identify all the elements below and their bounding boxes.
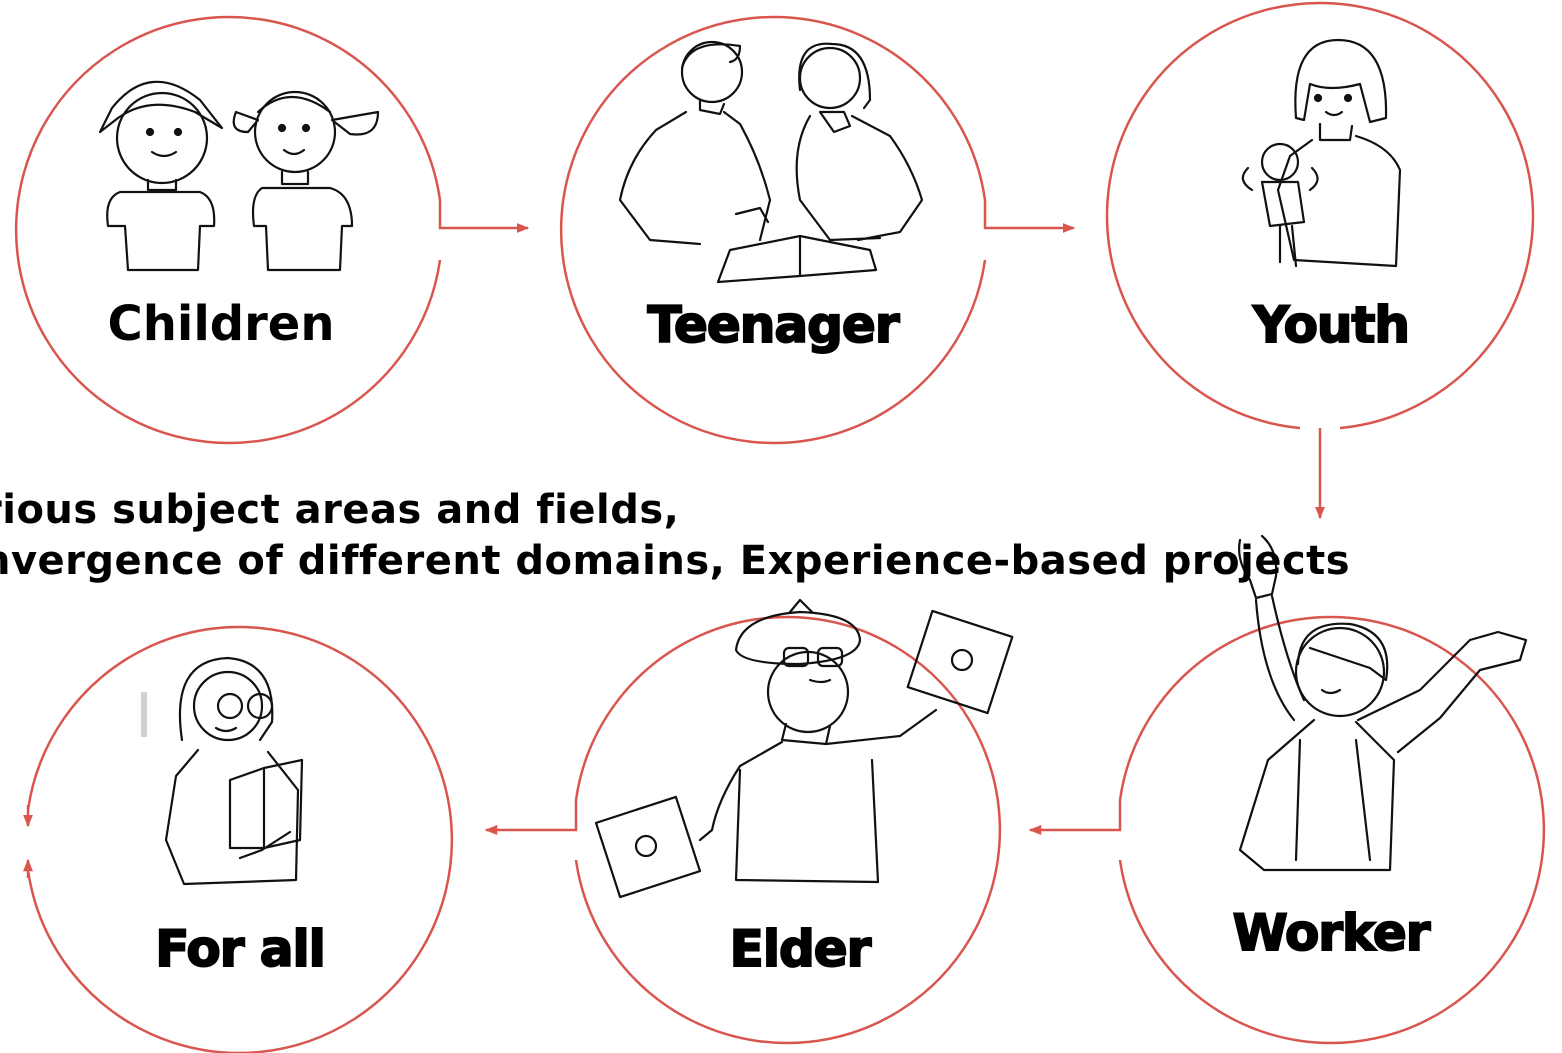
text-cursor	[141, 692, 147, 737]
stage-label-teenager: Teenager	[647, 296, 901, 354]
man-waving-arms-illustration	[1238, 534, 1528, 872]
arrow-teenager-to-youth	[983, 200, 1076, 233]
old-man-with-flower-cards-illustration	[594, 598, 1014, 899]
description-line-1: rious subject areas and fields,	[0, 487, 680, 533]
stage-label-worker: Worker	[1232, 904, 1432, 962]
arrow-children-to-teenager	[438, 200, 530, 233]
description-line-2: nvergence of different domains, Experien…	[0, 538, 1351, 584]
stage-label-children: Children	[107, 296, 335, 352]
stage-label-for-all: For all	[154, 920, 327, 978]
youth-ring	[1105, 1, 1535, 430]
for-all-ring	[26, 625, 454, 1053]
stage-label-youth: Youth	[1252, 296, 1411, 354]
teenager-ring	[559, 15, 987, 445]
stage-label-elder: Elder	[729, 920, 873, 978]
two-students-reading-illustration	[618, 40, 924, 284]
arrow-worker-to-elder	[1028, 800, 1122, 835]
woman-reading-book-illustration	[164, 656, 304, 886]
worker-ring	[1118, 615, 1546, 1045]
children-ring	[14, 15, 442, 445]
girl-holding-robot-illustration	[1241, 38, 1402, 268]
elder-ring	[574, 615, 1002, 1045]
two-children-illustration	[98, 80, 380, 272]
arrow-elder-to-for-all	[484, 800, 578, 835]
